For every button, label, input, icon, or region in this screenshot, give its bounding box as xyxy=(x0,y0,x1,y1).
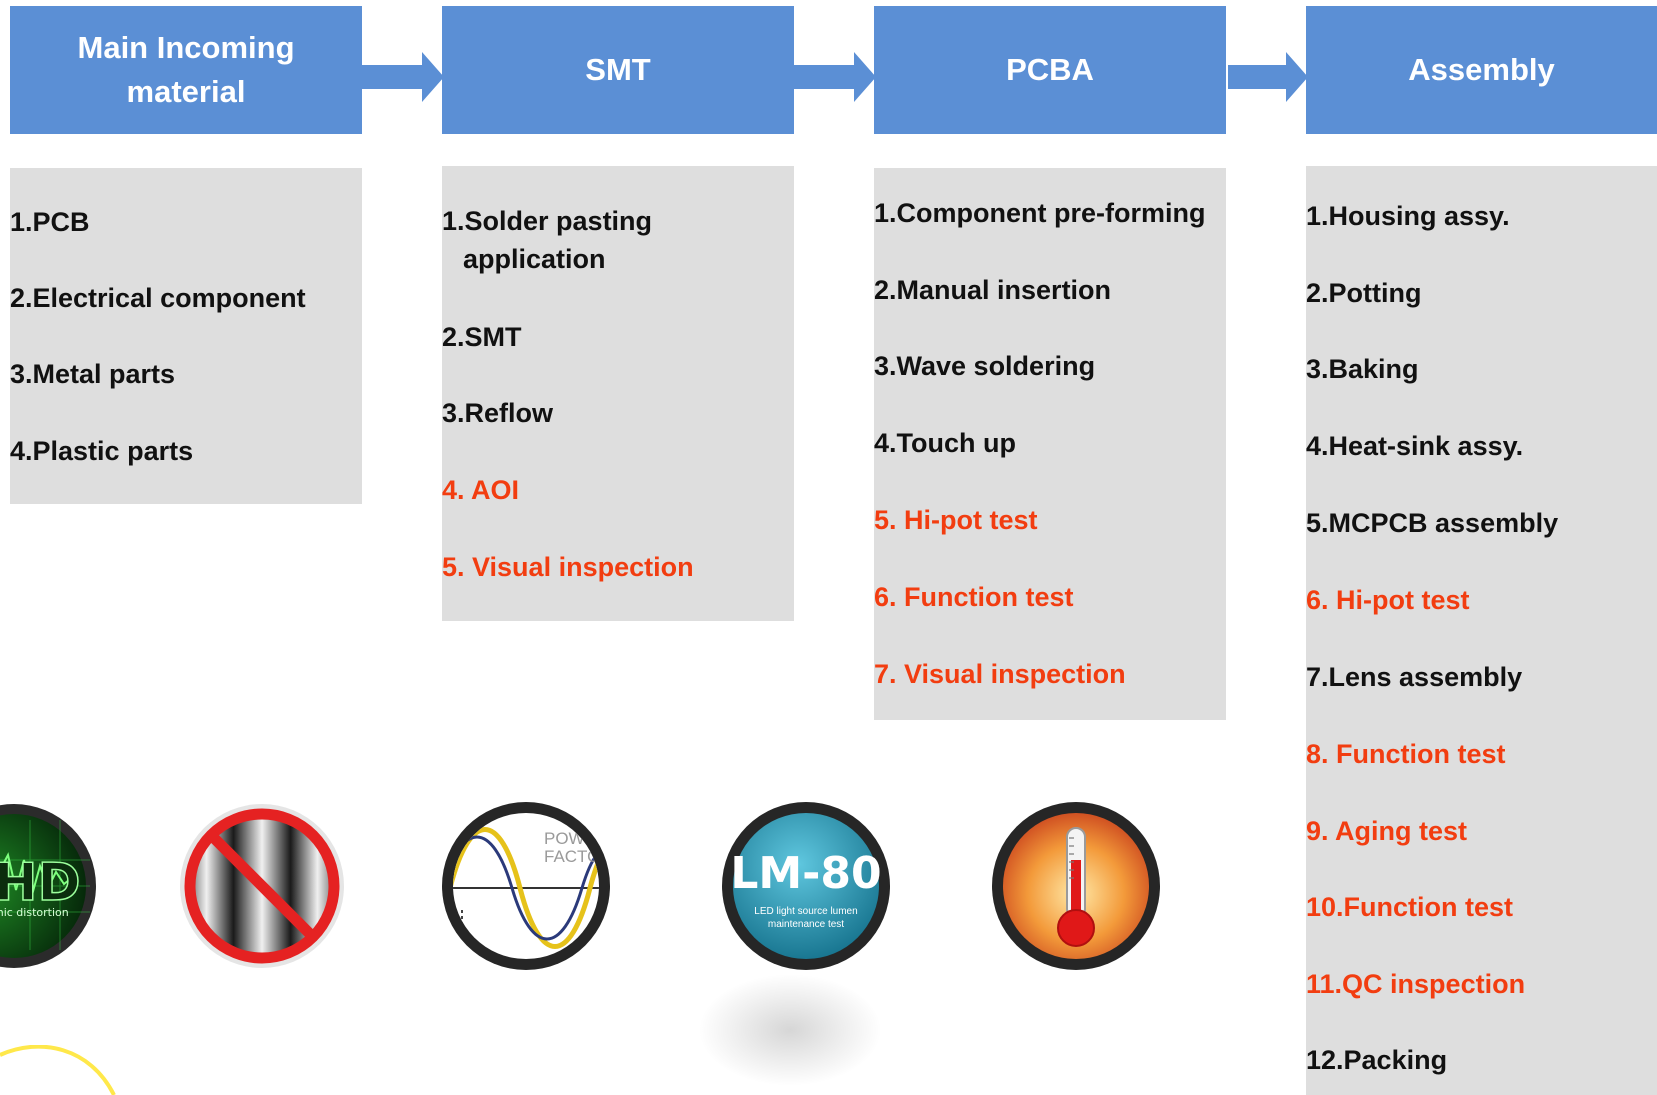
step-item-test: 6. Hi-pot test xyxy=(1306,585,1470,615)
step-item: 3.Baking xyxy=(1306,354,1419,384)
stage-title: PCBA xyxy=(1006,52,1094,87)
steps-box-smt xyxy=(442,166,794,621)
step-item: 2.Electrical component xyxy=(10,283,306,313)
step-item: 1.Component pre-forming xyxy=(874,198,1206,228)
lm-80-icon: LM-80 LED light source lumen maintenance… xyxy=(722,802,890,970)
lm-80-label: LM-80 xyxy=(730,848,881,899)
stage-header-incoming: Main Incoming material xyxy=(10,6,362,134)
step-item-test: 9. Aging test xyxy=(1306,816,1468,846)
decorative-shadow xyxy=(700,975,880,1085)
step-item: 4.Heat-sink assy. xyxy=(1306,431,1524,461)
step-item: 3.Reflow xyxy=(442,398,554,428)
step-item-test: 6. Function test xyxy=(874,582,1074,612)
stage-title: SMT xyxy=(585,52,651,87)
step-item-inspection: 7. Visual inspection xyxy=(874,659,1126,689)
lm-80-caption-2: maintenance test xyxy=(768,919,844,930)
step-item: 2.Potting xyxy=(1306,278,1422,308)
step-item: 3.Metal parts xyxy=(10,359,176,389)
step-item-inspection: 11.QC inspection xyxy=(1306,969,1526,999)
step-item-test: 5. Hi-pot test xyxy=(874,505,1038,535)
step-item: 4.Plastic parts xyxy=(10,436,194,466)
step-item: 12.Packing xyxy=(1306,1045,1448,1075)
step-item-test: 8. Function test xyxy=(1306,739,1506,769)
step-item: 2.Manual insertion xyxy=(874,275,1112,305)
power-factor-label-2: FACTO xyxy=(544,847,600,866)
stage-header-smt: SMT xyxy=(442,6,794,134)
stage-header-assembly: Assembly xyxy=(1306,6,1657,134)
thd-caption: onic distortion xyxy=(0,906,69,919)
step-item: 1.Housing assy. xyxy=(1306,201,1510,231)
step-item: 5.MCPCB assembly xyxy=(1306,508,1559,538)
step-item-inspection: 5. Visual inspection xyxy=(442,552,694,582)
flow-arrow-icon xyxy=(1228,52,1308,102)
thermometer-icon xyxy=(992,802,1160,970)
steps-box-incoming xyxy=(10,168,362,504)
stage-title: Main Incoming material xyxy=(77,30,295,109)
lm-80-caption-1: LED light source lumen xyxy=(754,906,857,917)
step-item: application xyxy=(463,244,606,274)
no-flicker-icon xyxy=(180,804,344,968)
flow-arrow-icon xyxy=(362,52,444,102)
step-item: 4.Touch up xyxy=(874,428,1016,458)
thd-harmonic-distortion-icon: HD onic distortion xyxy=(0,804,96,968)
power-factor-label-1: POW xyxy=(544,829,585,848)
power-factor-icon: POW FACTO xyxy=(442,802,610,970)
stage-title: Assembly xyxy=(1408,52,1555,87)
stage-header-pcba: PCBA xyxy=(874,6,1226,134)
step-item-test: 10.Function test xyxy=(1306,892,1514,922)
yellow-ring-icon xyxy=(0,1045,116,1095)
step-item: 2.SMT xyxy=(442,322,522,352)
step-item: 1.Solder pasting xyxy=(442,206,653,236)
step-item-inspection: 4. AOI xyxy=(442,475,520,505)
steps-box-assembly xyxy=(1306,166,1657,1095)
step-item: 3.Wave soldering xyxy=(874,351,1096,381)
step-item: 1.PCB xyxy=(10,207,90,237)
steps-box-pcba xyxy=(874,168,1226,720)
step-item: 7.Lens assembly xyxy=(1306,662,1523,692)
flow-arrow-icon xyxy=(794,52,876,102)
thd-label: HD xyxy=(0,853,81,913)
